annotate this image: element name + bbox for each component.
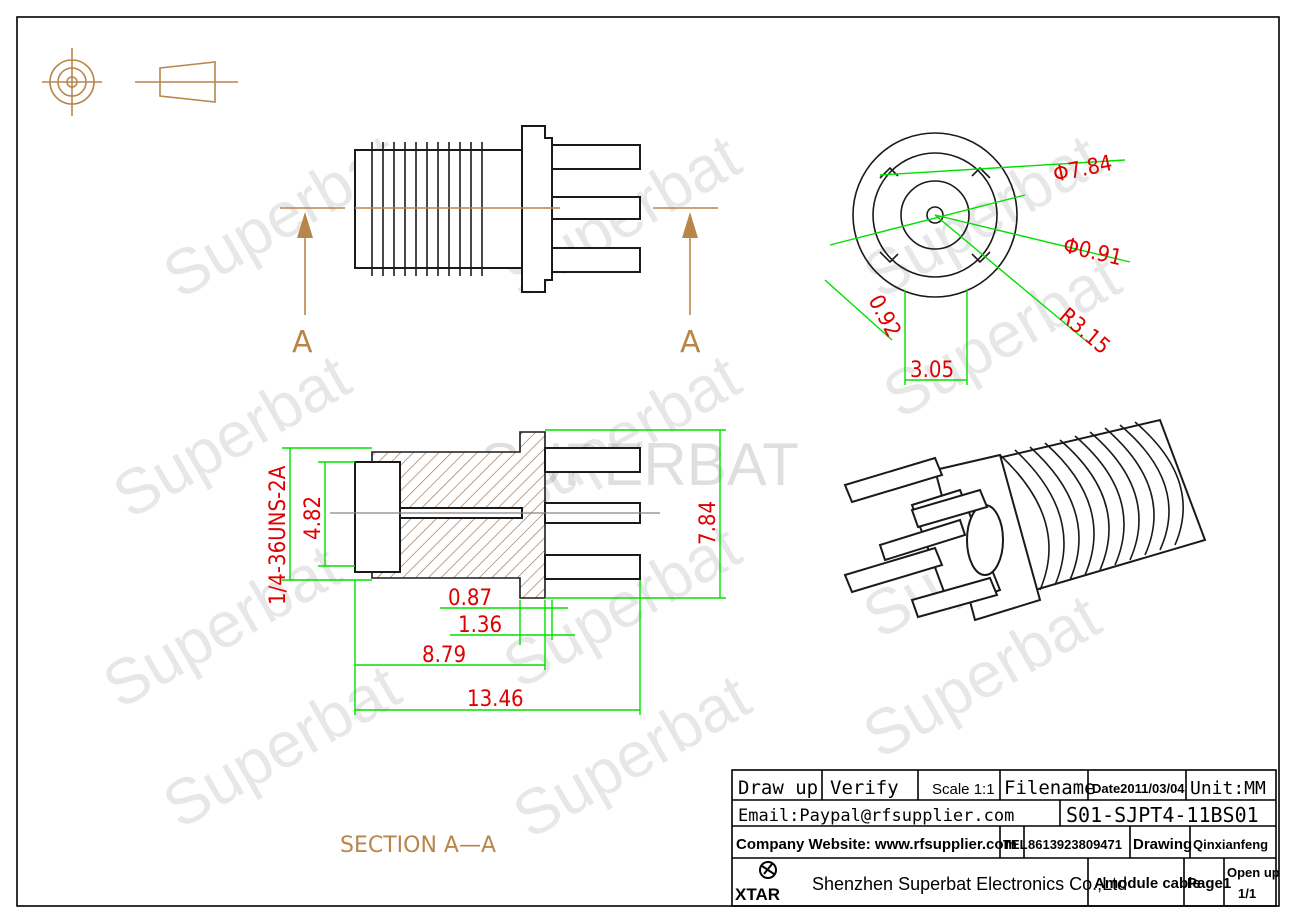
section-marker-right: A — [680, 325, 701, 360]
isometric-view — [843, 418, 1207, 622]
dim-d1: 0.87 — [448, 586, 492, 611]
projection-symbol-icon — [42, 48, 238, 116]
category: Amodule cable — [1094, 875, 1201, 892]
section-title: SECTION A—A — [340, 833, 496, 858]
section-view: 1/4-36UNS-2A 4.82 7.84 0.87 1.36 8.79 13… — [266, 429, 726, 858]
open-up: Open up — [1227, 865, 1280, 880]
section-marker-left: A — [292, 325, 313, 360]
drawer: Qinxianfeng — [1193, 837, 1268, 852]
draw-up: Draw up — [738, 777, 818, 799]
verify: Verify — [830, 777, 899, 799]
dim-d3: 8.79 — [422, 643, 466, 668]
xtar-logo-icon: XTAR — [735, 861, 780, 904]
email: Email:Paypal@rfsupplier.com — [738, 806, 1014, 826]
side-view: A A — [280, 125, 718, 360]
dim-inner-dia: 4.82 — [301, 496, 326, 540]
logo: XTAR — [735, 885, 780, 904]
tel: 8613923809471 — [1028, 837, 1122, 852]
drawing-border — [16, 16, 1280, 907]
part-number: S01-SJPT4-11BS01 — [1066, 803, 1259, 827]
scale: Scale 1:1 — [932, 781, 995, 798]
title-block: Draw up Verify Scale 1:1 Filename Date20… — [731, 769, 1280, 907]
filename: Filename — [1004, 777, 1096, 799]
date: Date2011/03/04 — [1092, 781, 1185, 796]
open-up-count: 1/1 — [1238, 886, 1256, 901]
dim-thread: 1/4-36UNS-2A — [266, 465, 291, 605]
dim-flange-dia: 7.84 — [696, 501, 721, 545]
drawing-label: Drawing — [1133, 836, 1192, 853]
unit: Unit:MM — [1190, 778, 1266, 799]
website: Company Website: www.rfsupplier.com — [736, 836, 1017, 853]
page: Page1 — [1187, 875, 1231, 892]
tel-label: TEL — [1003, 837, 1028, 852]
company: Shenzhen Superbat Electronics Co.,Ltd — [812, 874, 1127, 894]
dim-d2: 1.36 — [458, 613, 502, 638]
dim-overall: 13.46 — [467, 687, 524, 712]
dim-width: 3.05 — [910, 358, 954, 383]
